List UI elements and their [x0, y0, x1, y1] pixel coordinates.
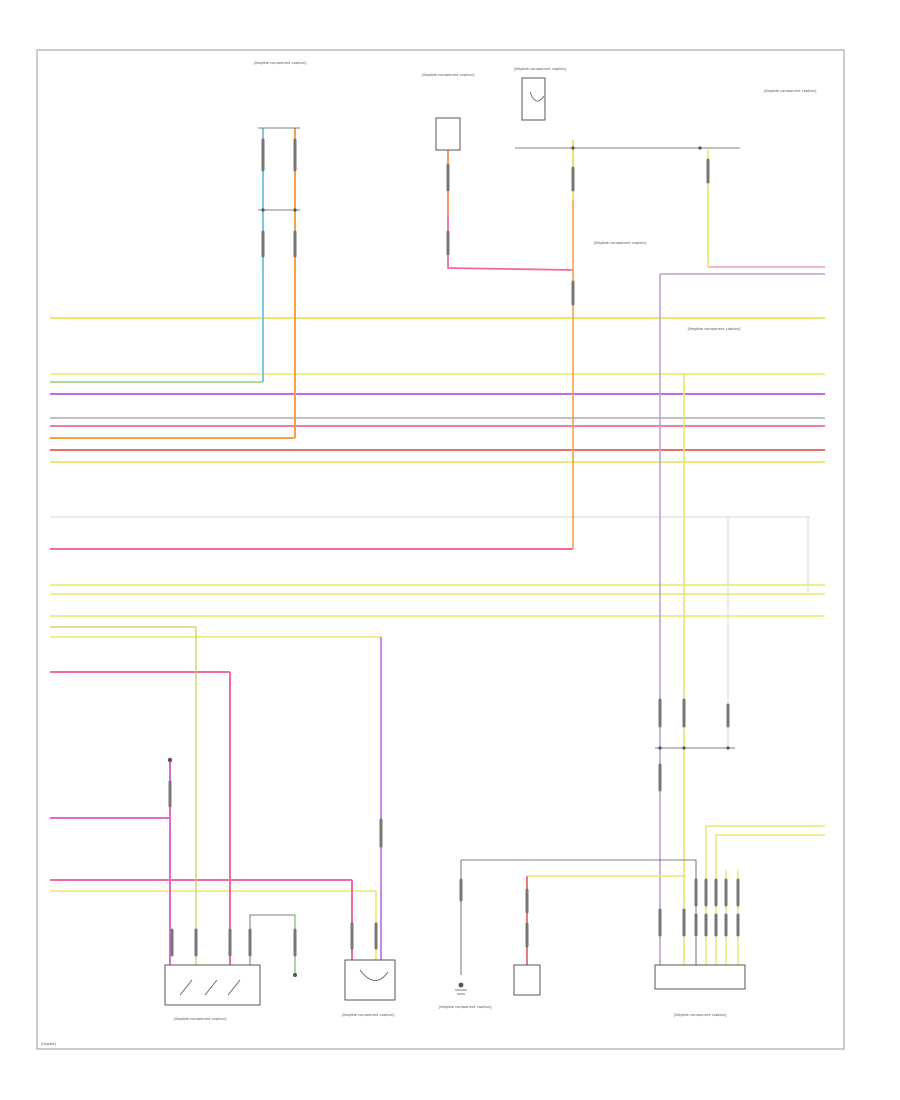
caption-4: [illegible component caption]	[764, 89, 817, 93]
caption-8: [illegible component caption]	[342, 1013, 395, 1017]
caption-3: [illegible component caption]	[514, 67, 567, 71]
connector-pins	[168, 138, 740, 957]
module-switches	[179, 979, 241, 996]
caption-7: [illegible component caption]	[174, 1017, 227, 1021]
relay-coil	[529, 91, 545, 102]
caption-9: [illegible component caption]	[439, 1005, 492, 1009]
ground-symbol	[455, 989, 467, 995]
splice-points	[167, 146, 730, 988]
caption-10: [illegible component caption]	[674, 1013, 727, 1017]
caption-2: [illegible component caption]	[422, 73, 475, 77]
diagram-frame	[36, 49, 845, 1050]
module-bottom-right	[654, 964, 746, 990]
horizontal-wires	[50, 266, 825, 892]
caption-5: [illegible component caption]	[594, 241, 647, 245]
footer-label: [illegible]	[41, 1042, 56, 1046]
caption-1: [illegible component caption]	[254, 61, 307, 65]
vertical-wires	[169, 128, 809, 975]
sensor-box-top	[435, 117, 461, 151]
captions: [illegible component caption] [illegible…	[174, 61, 817, 1021]
sender-box	[344, 959, 396, 1001]
sender-coil	[359, 969, 389, 981]
wire-ground-loop	[460, 859, 697, 975]
wire-v-250	[249, 914, 295, 965]
valve-box	[513, 964, 541, 996]
splice-bar-top-left	[258, 127, 300, 211]
caption-6: [illegible component caption]	[688, 327, 741, 331]
wire-v-448	[447, 150, 574, 271]
